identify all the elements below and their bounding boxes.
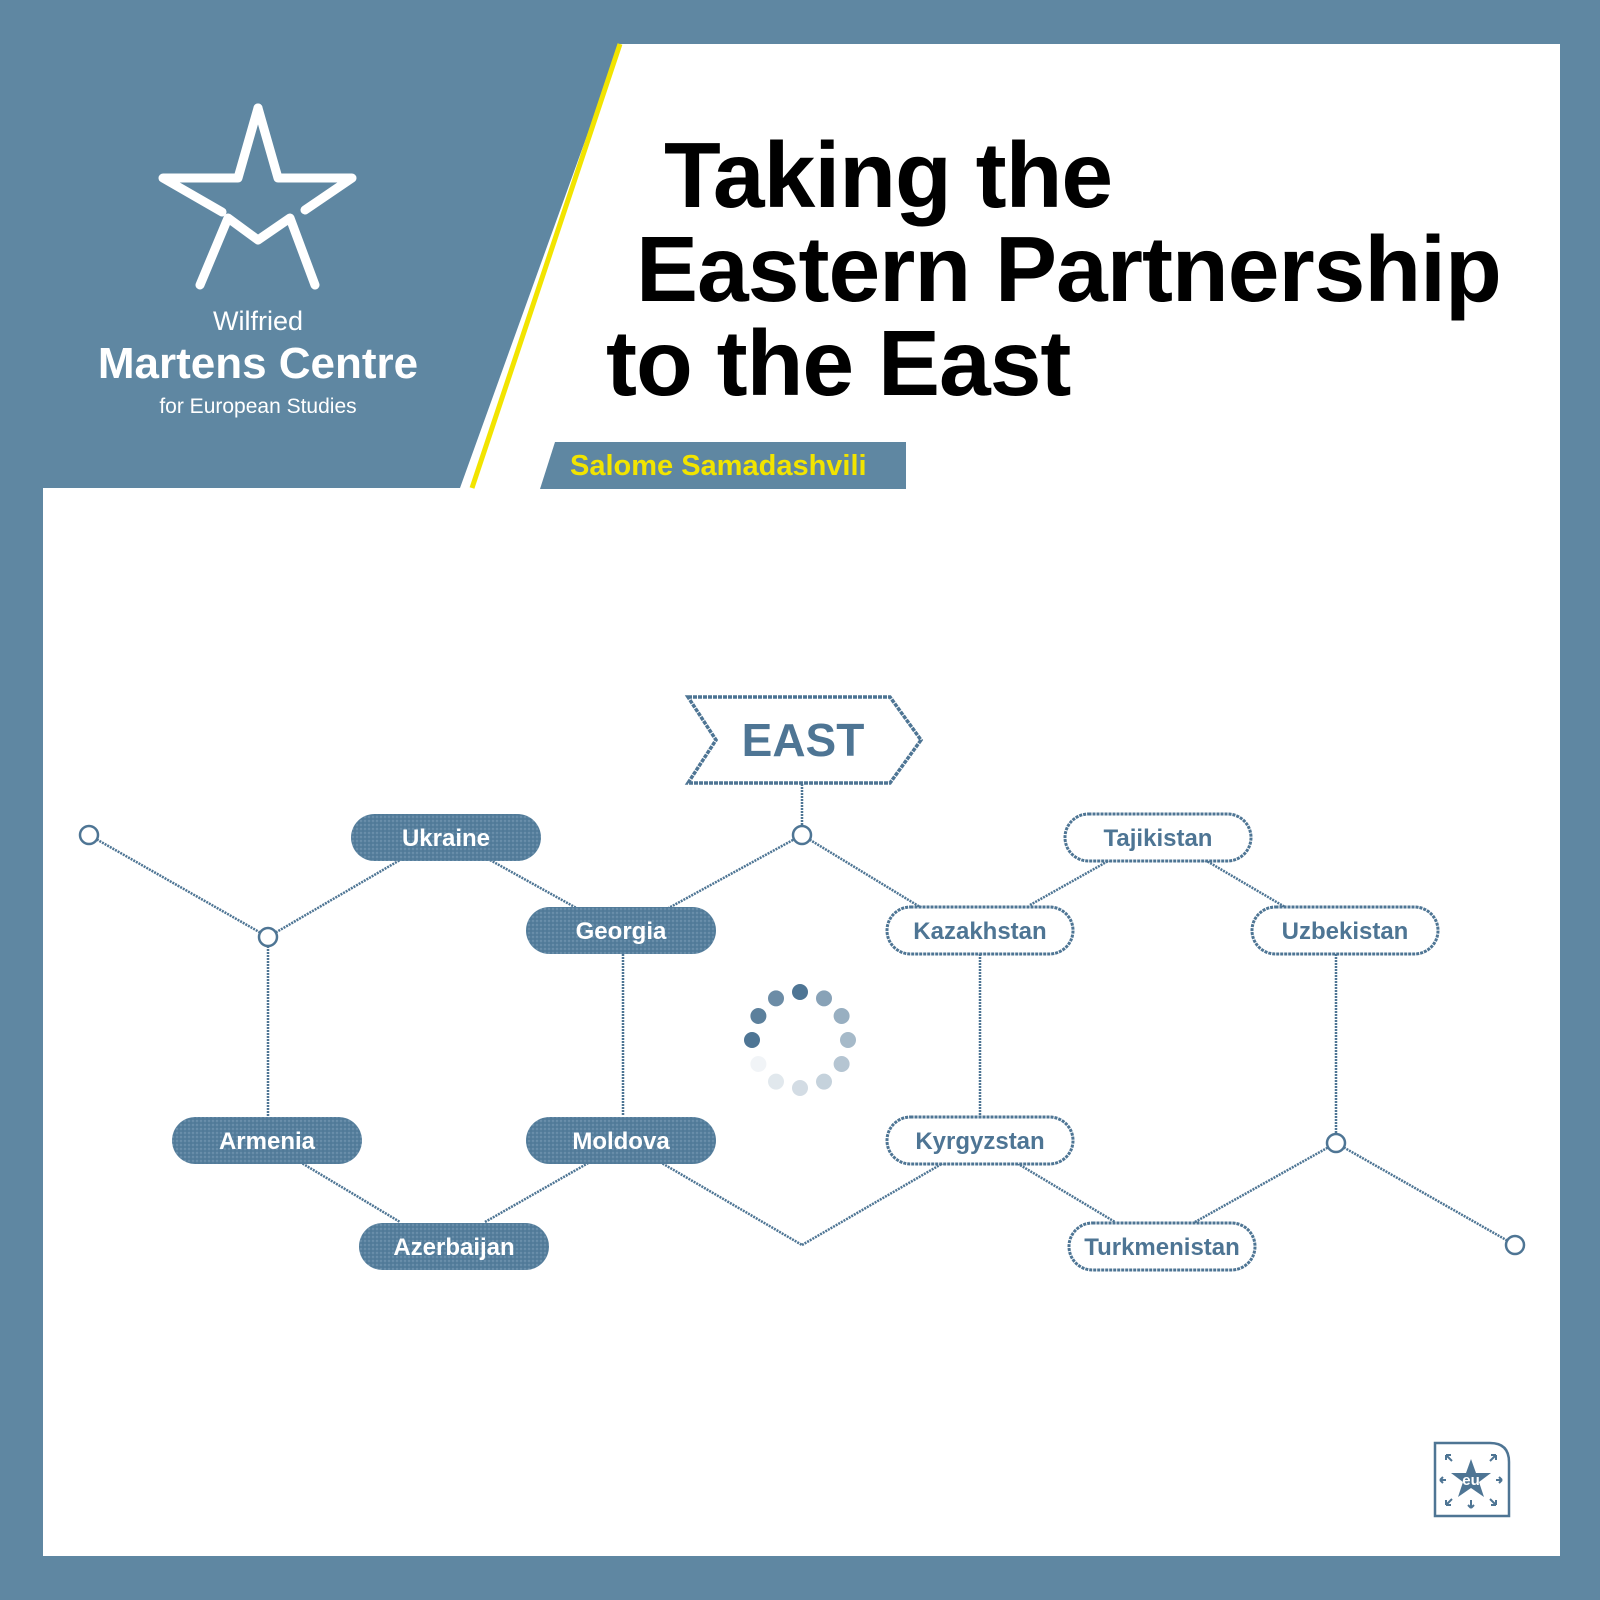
country-node-kazakhstan: Kazakhstan	[885, 905, 1075, 956]
logo-line-2: Martens Centre	[98, 339, 418, 388]
junction-node	[791, 824, 813, 846]
country-node-georgia: Georgia	[526, 907, 716, 954]
country-label: Uzbekistan	[1282, 918, 1409, 945]
badge-text: eu	[1462, 1472, 1480, 1489]
spinner-dot	[750, 1008, 767, 1024]
east-sign-label: EAST	[742, 714, 865, 766]
spinner-dot	[750, 1056, 767, 1072]
yellow-diagonal	[469, 43, 623, 489]
network-junctions	[78, 824, 1526, 1256]
network-diagram: EAST Ukraine Georgia Armenia Moldova	[78, 695, 1526, 1272]
edge	[1014, 1160, 1116, 1224]
edge	[489, 858, 581, 912]
country-label: Tajikistan	[1104, 825, 1213, 852]
author-name: Salome Samadashvili	[570, 450, 867, 482]
country-label: Kazakhstan	[913, 918, 1046, 945]
pill-background	[526, 1117, 716, 1164]
junction-node	[1504, 1234, 1526, 1256]
country-node-azerbaijan: Azerbaijan	[359, 1223, 549, 1270]
badge-star	[1451, 1459, 1491, 1497]
logo-line-1: Wilfried	[213, 306, 303, 336]
page-title: Taking the Eastern Partnership to the Ea…	[606, 123, 1502, 415]
edge	[801, 833, 926, 912]
title-line-2: Eastern Partnership	[636, 217, 1501, 321]
pill-outline	[1250, 905, 1440, 956]
edge	[299, 1160, 401, 1224]
east-signpost: EAST	[684, 695, 924, 785]
junction-node	[1325, 1132, 1347, 1154]
pill-outline	[885, 905, 1075, 956]
logo-line-3: for European Studies	[159, 395, 356, 418]
country-label: Ukraine	[402, 825, 490, 852]
martens-centre-logo: Wilfried Martens Centre for European Stu…	[98, 103, 418, 418]
edge	[1204, 858, 1286, 909]
spinner-dot	[768, 1073, 784, 1090]
spinner-dot	[792, 984, 808, 1000]
title-line-3: to the East	[606, 311, 1070, 415]
central-asia-country-nodes: Tajikistan Kazakhstan Uzbekistan Kyrgyzs…	[885, 812, 1440, 1272]
eu-star-arrows-icon: eu	[1439, 1454, 1503, 1509]
junction-node	[257, 926, 279, 948]
junction-node	[78, 824, 100, 846]
edge	[801, 1160, 946, 1247]
spinner-dot	[833, 1056, 850, 1072]
network-edges	[88, 784, 1516, 1247]
star-m-icon	[158, 103, 357, 290]
pill-outline	[885, 1115, 1075, 1166]
edge	[484, 1160, 591, 1224]
country-node-armenia: Armenia	[172, 1117, 362, 1164]
badge-arrows	[1439, 1454, 1503, 1509]
country-label: Turkmenistan	[1084, 1234, 1240, 1261]
spinner-dot	[744, 1032, 760, 1048]
loading-spinner-icon	[744, 984, 856, 1096]
pill-background	[359, 1223, 549, 1270]
country-node-ukraine: Ukraine	[351, 814, 541, 861]
partnership-country-nodes: Ukraine Georgia Armenia Moldova Azerbaij…	[172, 814, 716, 1270]
edge	[1335, 1141, 1516, 1247]
country-label: Kyrgyzstan	[915, 1128, 1044, 1155]
spinner-dot	[816, 990, 832, 1007]
eu-badge: eu	[1433, 1441, 1511, 1518]
country-node-kyrgyzstan: Kyrgyzstan	[885, 1115, 1075, 1166]
spinner-dot	[840, 1032, 856, 1048]
country-node-uzbekistan: Uzbekistan	[1250, 905, 1440, 956]
signpost-arrow	[684, 695, 924, 785]
spinner-dot	[833, 1008, 850, 1024]
country-node-moldova: Moldova	[526, 1117, 716, 1164]
country-label: Azerbaijan	[393, 1234, 514, 1261]
title-line-1: Taking the	[664, 123, 1112, 227]
edge	[267, 858, 401, 939]
spinner-dot	[792, 1080, 808, 1096]
edge	[664, 833, 803, 912]
author-tab-background	[540, 442, 906, 489]
edge	[659, 1160, 803, 1247]
edge	[1029, 858, 1111, 907]
country-label: Georgia	[576, 918, 667, 945]
pill-background	[526, 907, 716, 954]
edge	[88, 833, 269, 939]
pill-outline	[1063, 812, 1253, 863]
country-label: Moldova	[572, 1128, 670, 1155]
country-node-tajikistan: Tajikistan	[1063, 812, 1253, 863]
spinner-dot	[768, 990, 784, 1007]
pill-background	[172, 1117, 362, 1164]
country-label: Armenia	[219, 1128, 316, 1155]
spinner-dot	[816, 1073, 832, 1090]
pill-background	[351, 814, 541, 861]
pill-outline	[1067, 1221, 1257, 1272]
author-tab: Salome Samadashvili	[540, 442, 906, 489]
country-node-turkmenistan: Turkmenistan	[1067, 1221, 1257, 1272]
